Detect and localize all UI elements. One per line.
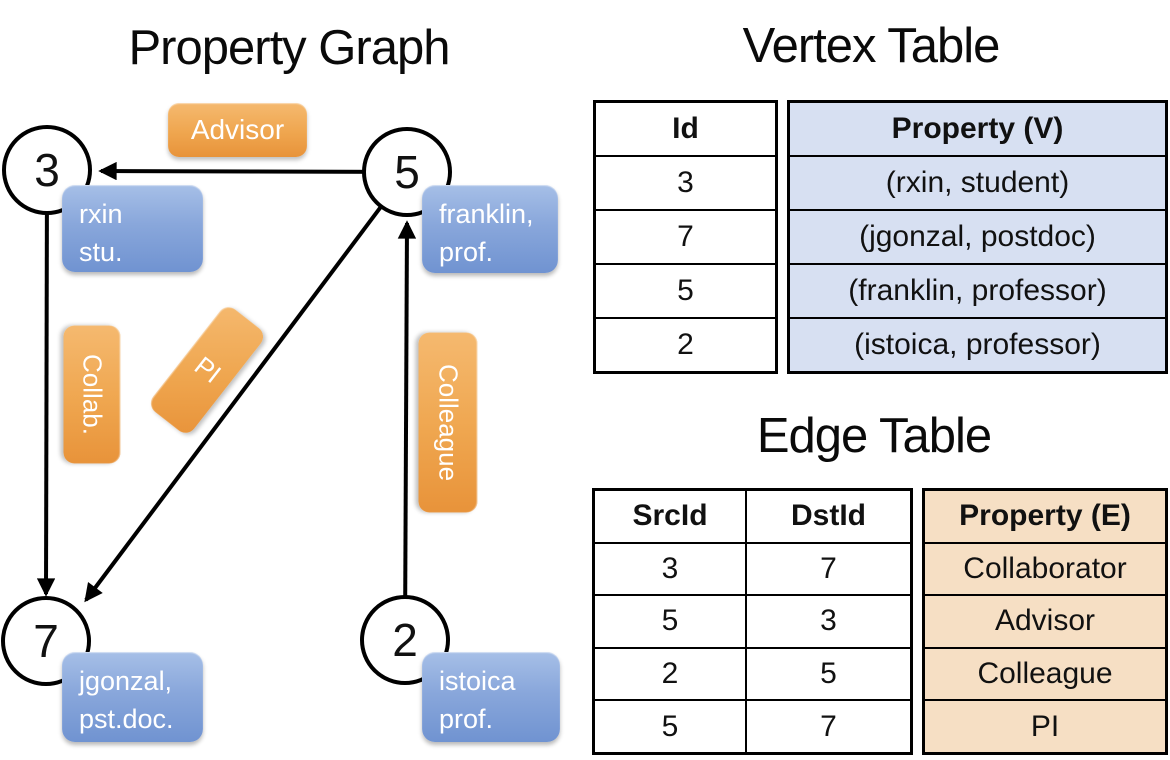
edge-table-row: 5 7	[595, 699, 910, 752]
vertex-3-line1: rxin	[79, 199, 123, 229]
vertex-id-cell: 2	[596, 317, 775, 371]
graph-node-2: 2	[360, 595, 450, 685]
edge-table-id-columns: SrcId DstId 3 7 5 3 2 5 5 7	[592, 488, 913, 755]
vertex-2-line1: istoica	[439, 666, 516, 696]
vertex-property-header: Property (V)	[891, 112, 1064, 145]
vertex-property-cell: (istoica, professor)	[790, 317, 1165, 371]
vertex-property-box-5: franklin, prof.	[422, 185, 558, 273]
edge-dst-cell: 7	[745, 543, 910, 595]
vertex-id-cell: 3	[596, 155, 775, 209]
vertex-7-line2: pst.doc.	[79, 704, 174, 735]
vertex-property-box-7: jgonzal, pst.doc.	[62, 652, 203, 742]
edge-property-cell: Advisor	[925, 594, 1165, 647]
property-graph-title: Property Graph	[128, 21, 451, 75]
vertex-2-line2: prof.	[439, 704, 494, 735]
vertex-5-line2: prof.	[439, 237, 494, 268]
vertex-table-property-column: Property (V) (rxin, student) (jgonzal, p…	[787, 100, 1168, 374]
edge-dst-cell: 3	[745, 596, 910, 647]
edge-colleague-2-to-5	[397, 220, 417, 641]
edge-dst-cell: 7	[745, 701, 910, 752]
edge-label-colleague: Colleague	[418, 332, 478, 513]
graph-node-5: 5	[362, 127, 452, 217]
edge-table-row: 3 7	[595, 541, 910, 595]
vertex-table-title: Vertex Table	[742, 19, 1001, 73]
edge-src-cell: 3	[661, 551, 679, 585]
node-3-id: 3	[34, 144, 60, 196]
edge-table-row: 2 5	[595, 646, 910, 700]
vertex-property-cell: (jgonzal, postdoc)	[790, 209, 1165, 263]
edge-src-cell: 2	[661, 657, 679, 691]
vertex-id-cell: 7	[596, 209, 775, 263]
vertex-property-cell: (rxin, student)	[790, 155, 1165, 209]
edge-table-title: Edge Table	[756, 409, 992, 463]
edge-src-cell: 5	[661, 604, 679, 638]
edge-srcid-header: SrcId	[632, 499, 708, 533]
edge-advisor-5-to-3	[98, 161, 408, 181]
edge-dst-cell: 5	[745, 648, 910, 700]
edge-property-cell: Colleague	[925, 646, 1165, 700]
vertex-property-box-2: istoica prof.	[422, 652, 560, 742]
vertex-property-box-3: rxin stu.	[62, 185, 203, 272]
edge-label-pi-text: PI	[188, 350, 227, 389]
graph-edges-layer	[36, 161, 417, 641]
node-2-id: 2	[392, 614, 418, 666]
edge-property-header: Property (E)	[959, 499, 1131, 533]
edge-property-cell: Collaborator	[925, 541, 1165, 595]
edge-label-collab: Collab.	[63, 325, 121, 464]
node-7-id: 7	[33, 615, 59, 667]
edge-collab-3-to-7	[36, 171, 56, 597]
edge-src-cell: 5	[661, 709, 679, 743]
edge-label-advisor: Advisor	[168, 103, 307, 157]
vertex-7-line1: jgonzal,	[79, 666, 173, 696]
edge-property-cell: PI	[925, 699, 1165, 752]
edge-pi-5-to-7	[84, 170, 409, 603]
edge-table-row: 5 3	[595, 594, 910, 647]
vertex-id-header: Id	[672, 112, 699, 145]
edge-table-id-header-row: SrcId DstId	[595, 491, 910, 542]
vertex-3-line2: stu.	[79, 237, 123, 268]
vertex-table-id-column: Id 3 7 5 2	[593, 100, 778, 374]
vertex-5-line1: franklin,	[439, 199, 534, 229]
node-5-id: 5	[394, 146, 420, 198]
edge-dstid-header: DstId	[745, 491, 910, 542]
vertex-id-cell: 5	[596, 263, 775, 317]
edge-table-property-column: Property (E) Collaborator Advisor Collea…	[922, 488, 1168, 755]
vertex-property-cell: (franklin, professor)	[790, 263, 1165, 317]
